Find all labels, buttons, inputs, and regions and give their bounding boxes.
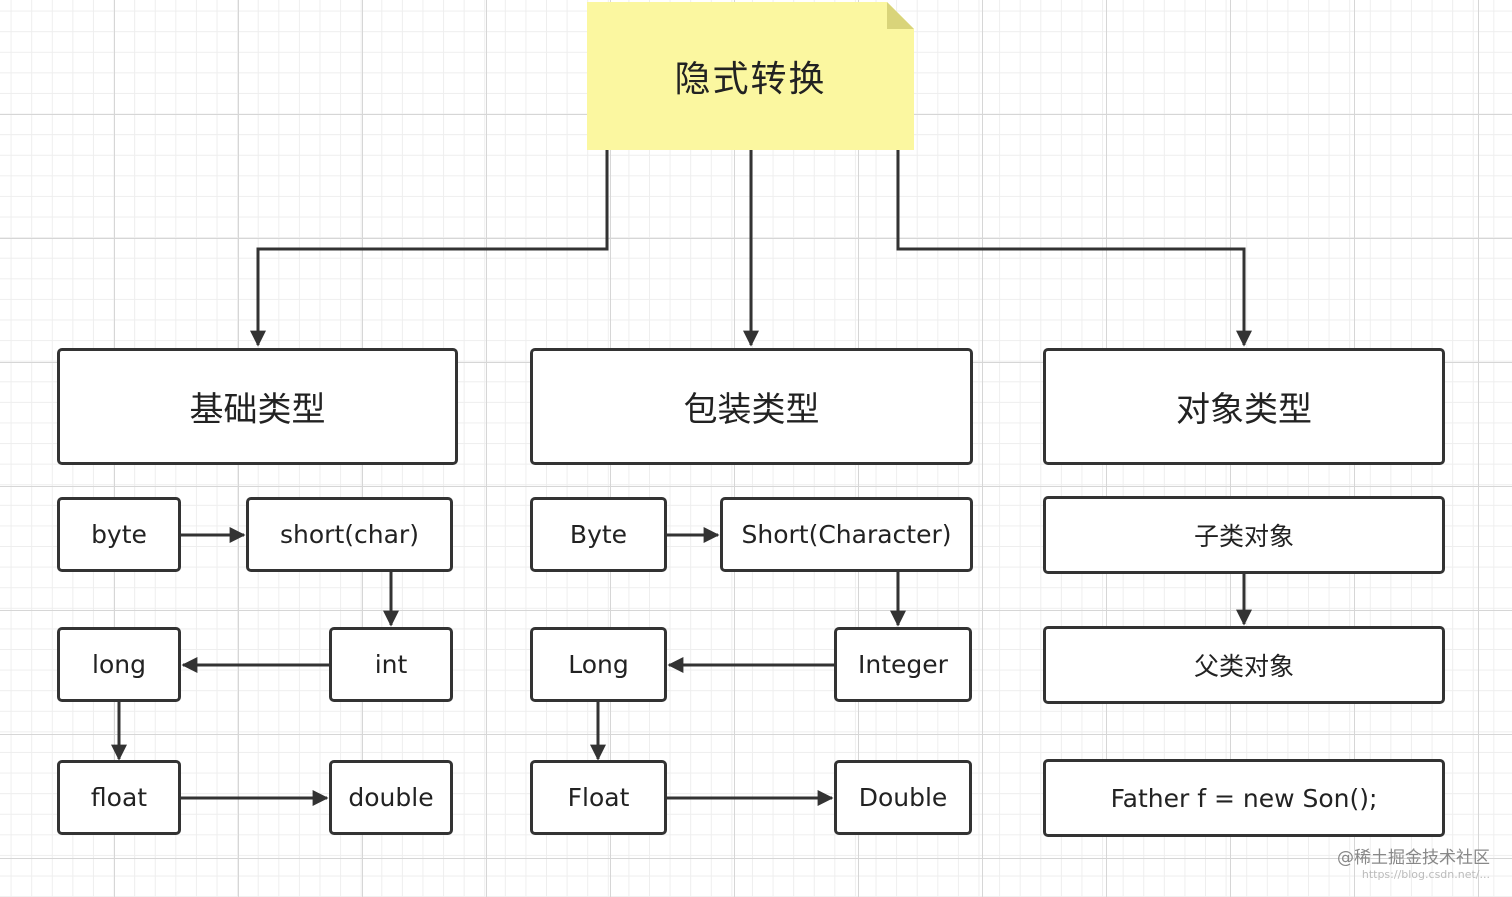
edge-root-to-object (896, 150, 1252, 347)
node-example-code[interactable]: Father f = new Son(); (1043, 759, 1445, 837)
node-Short-Character-label: Short(Character) (741, 520, 952, 549)
category-wrapper[interactable]: 包装类型 (530, 348, 973, 465)
node-parent-object[interactable]: 父类对象 (1043, 626, 1445, 704)
node-short-char[interactable]: short(char) (246, 497, 453, 572)
category-primitive[interactable]: 基础类型 (57, 348, 458, 465)
node-float[interactable]: float (57, 760, 181, 835)
category-object[interactable]: 对象类型 (1043, 348, 1445, 465)
node-Long-label: Long (568, 650, 629, 679)
root-note[interactable]: 隐式转换 (587, 2, 914, 150)
node-Integer[interactable]: Integer (834, 627, 972, 702)
node-float-label: float (90, 783, 148, 812)
node-Byte[interactable]: Byte (530, 497, 667, 572)
watermark-url: https://blog.csdn.net/... (1361, 868, 1490, 882)
node-Byte-label: Byte (569, 520, 628, 549)
category-object-label: 对象类型 (1176, 390, 1312, 430)
node-Float-label: Float (567, 783, 630, 812)
node-byte[interactable]: byte (57, 497, 181, 572)
node-byte-label: byte (91, 520, 147, 549)
node-int-label: int (374, 650, 408, 679)
node-long-label: long (92, 650, 146, 679)
node-Integer-label: Integer (858, 650, 948, 679)
category-wrapper-label: 包装类型 (683, 390, 820, 430)
node-Long[interactable]: Long (530, 627, 667, 702)
node-child-object[interactable]: 子类对象 (1043, 496, 1445, 574)
node-short-char-label: short(char) (280, 520, 419, 549)
watermark: @稀土掘金技术社区 https://blog.csdn.net/... (1337, 848, 1490, 882)
node-int[interactable]: int (329, 627, 453, 702)
root-title: 隐式转换 (674, 59, 827, 100)
node-Double[interactable]: Double (834, 760, 972, 835)
node-parent-object-label: 父类对象 (1193, 652, 1294, 681)
category-primitive-label: 基础类型 (189, 390, 326, 430)
node-child-object-label: 子类对象 (1193, 522, 1294, 551)
node-example-code-label: Father f = new Son(); (1110, 783, 1378, 813)
edge-root-to-primitive (250, 150, 609, 347)
node-double-label: double (348, 783, 434, 812)
node-double[interactable]: double (329, 760, 453, 835)
node-Double-label: Double (858, 783, 948, 812)
watermark-text: @稀土掘金技术社区 (1337, 848, 1490, 868)
node-long[interactable]: long (57, 627, 181, 702)
node-Short-Character[interactable]: Short(Character) (720, 497, 973, 572)
node-Float[interactable]: Float (530, 760, 667, 835)
note-fold-corner (887, 2, 914, 29)
